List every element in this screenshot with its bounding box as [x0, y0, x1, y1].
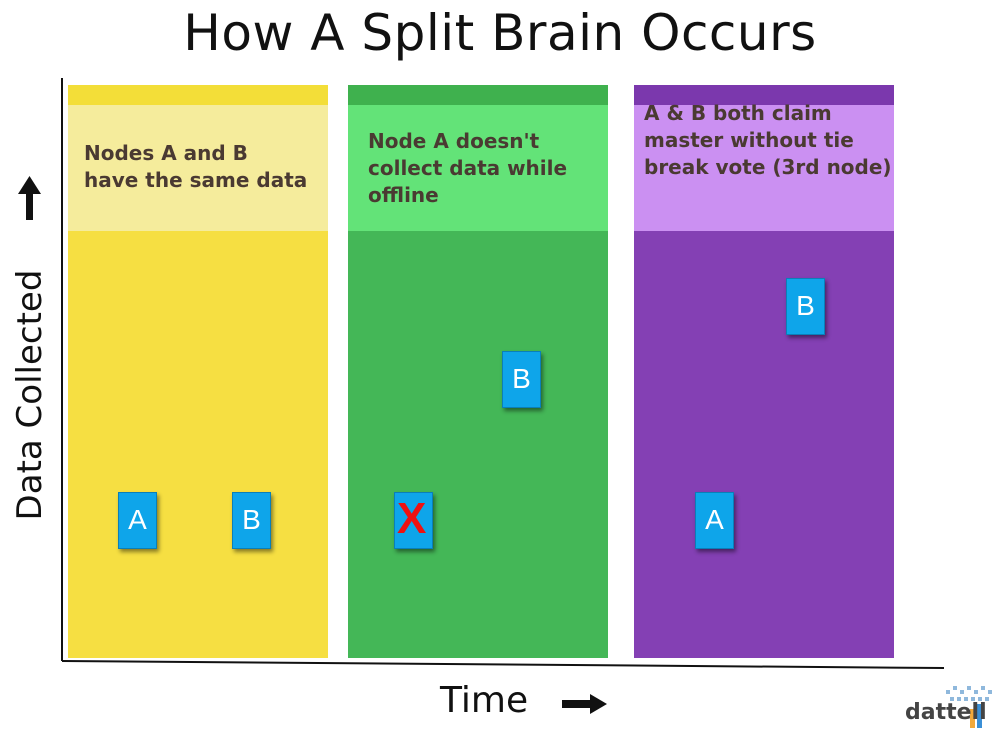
- node-a: A: [118, 492, 157, 549]
- panel-header: A & B both claim master without tie brea…: [634, 101, 894, 231]
- x-axis-label: Time: [440, 680, 529, 721]
- logo-text: dattell: [905, 700, 987, 725]
- header-line: offline: [368, 183, 439, 207]
- node-b: B: [502, 351, 541, 408]
- node-b: B: [786, 278, 825, 335]
- node-a: A: [695, 492, 734, 549]
- page-title: How A Split Brain Occurs: [183, 4, 817, 62]
- header-line: Nodes A and B: [84, 141, 248, 165]
- header-line: master without tie: [644, 128, 854, 152]
- panel-band: [634, 85, 894, 105]
- header-line: Node A doesn't: [368, 129, 540, 153]
- x-axis-line: [61, 660, 945, 669]
- header-line: break vote (3rd node): [644, 155, 892, 179]
- panel-same-data: Nodes A and B have the same data A B: [68, 85, 328, 658]
- header-line: collect data while: [368, 156, 568, 180]
- panel-header: Node A doesn't collect data while offlin…: [348, 105, 608, 231]
- y-axis-label: Data Collected: [10, 269, 50, 521]
- panel-header-text: A & B both claim master without tie brea…: [644, 100, 892, 181]
- panel-band: [348, 85, 608, 105]
- panel-header-text: Nodes A and B have the same data: [84, 140, 307, 194]
- node-b: B: [232, 492, 271, 549]
- right-arrow-icon: [562, 694, 607, 714]
- logo-bars-icon: [970, 704, 982, 728]
- panel-node-offline: Node A doesn't collect data while offlin…: [348, 85, 608, 658]
- node-a-offline: X: [394, 492, 433, 549]
- header-line: A & B both claim: [644, 101, 832, 125]
- header-line: have the same data: [84, 168, 308, 192]
- red-x-icon: X: [397, 494, 427, 543]
- logo-dots-icon: [946, 686, 992, 701]
- panel-band: [68, 85, 328, 105]
- dattell-logo: dattell: [905, 700, 987, 725]
- panel-split-brain: A & B both claim master without tie brea…: [634, 85, 894, 658]
- panel-header: Nodes A and B have the same data: [68, 105, 328, 231]
- up-arrow-icon: [18, 176, 41, 220]
- panel-header-text: Node A doesn't collect data while offlin…: [368, 128, 567, 209]
